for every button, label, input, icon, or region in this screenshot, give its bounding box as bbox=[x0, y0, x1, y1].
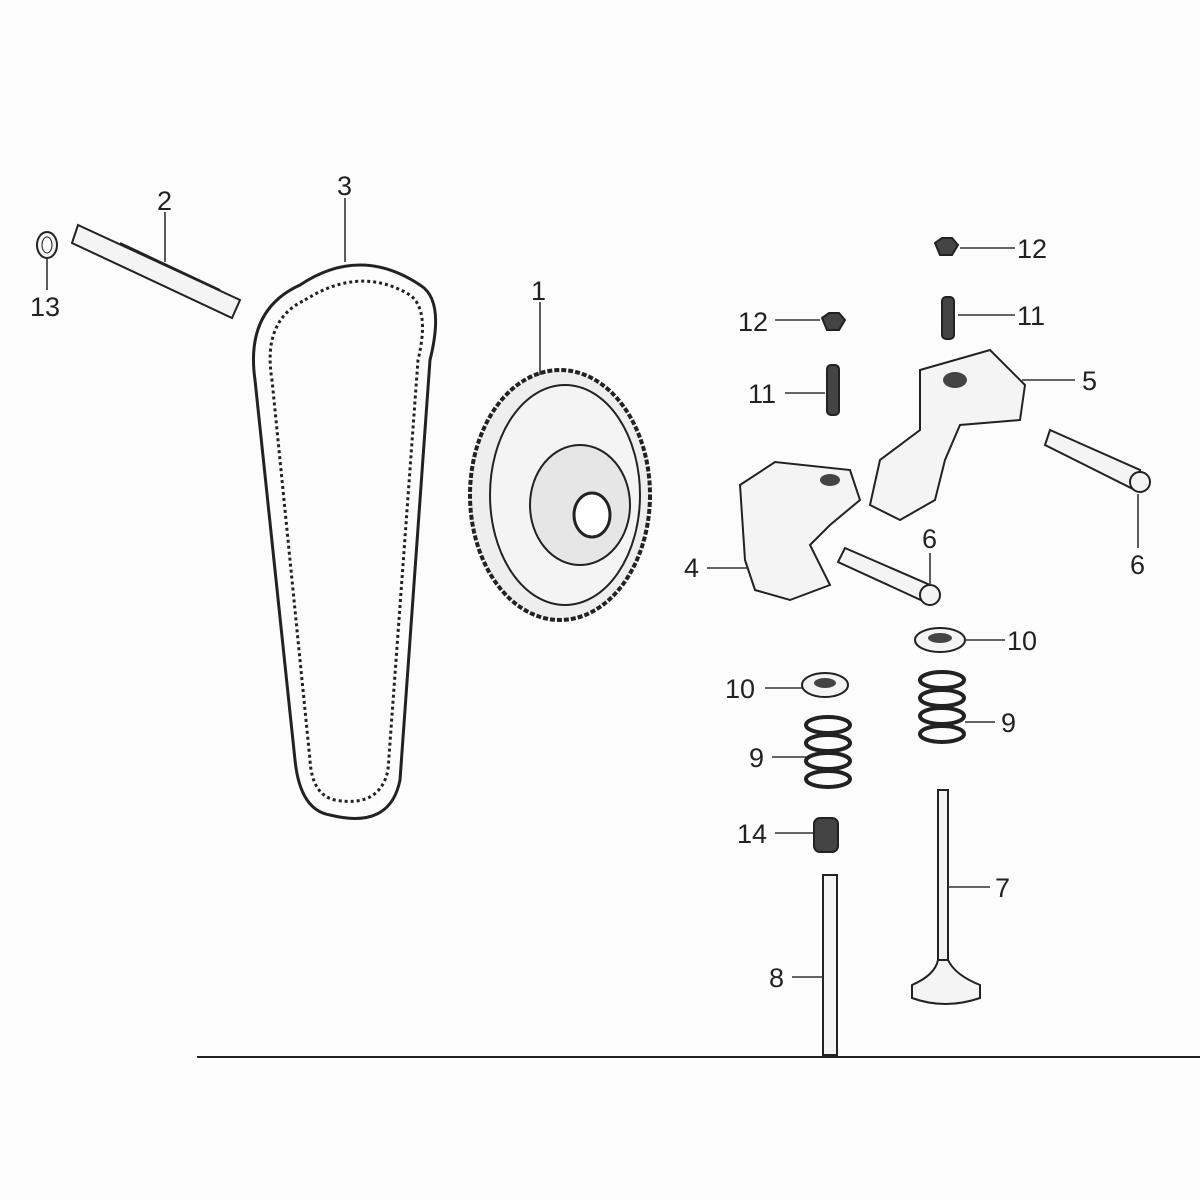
label-part-13: 13 bbox=[30, 292, 60, 322]
rocker-shaft-part-6-right bbox=[1043, 428, 1151, 493]
timing-belt-part-3 bbox=[251, 263, 438, 820]
rocker-arm-part-4 bbox=[738, 460, 862, 602]
label-part-1: 1 bbox=[531, 276, 546, 306]
stud-part-11-upper bbox=[941, 296, 955, 340]
nut-part-12-lower bbox=[820, 312, 847, 331]
valve-spring-part-9-left bbox=[804, 715, 852, 789]
washer-part-13 bbox=[36, 231, 58, 259]
rocker-shaft-part-6-left bbox=[836, 546, 941, 606]
label-part-4: 4 bbox=[684, 553, 699, 583]
label-part-10-left: 10 bbox=[725, 674, 755, 704]
nut-part-12-upper bbox=[933, 237, 960, 256]
label-part-12-lower: 12 bbox=[738, 307, 768, 337]
stem-seal-part-14 bbox=[813, 817, 839, 853]
label-part-10-right: 10 bbox=[1007, 626, 1037, 656]
leader-lines bbox=[46, 198, 1139, 978]
label-part-12-upper: 12 bbox=[1017, 234, 1047, 264]
cam-pulley-part-1 bbox=[468, 368, 652, 622]
label-part-6-right: 6 bbox=[1130, 550, 1145, 580]
spring-retainer-part-10-left bbox=[801, 672, 849, 698]
valve-part-7 bbox=[911, 789, 981, 1005]
label-part-11-lower: 11 bbox=[748, 379, 776, 409]
label-part-9-right: 9 bbox=[1001, 708, 1016, 738]
label-part-11-upper: 11 bbox=[1017, 301, 1045, 331]
shaft-part-2 bbox=[70, 223, 242, 320]
label-part-6-left: 6 bbox=[922, 524, 937, 554]
label-part-3: 3 bbox=[337, 171, 352, 201]
valve-part-8 bbox=[822, 874, 838, 1056]
stud-part-11-lower bbox=[826, 364, 840, 416]
label-part-9-left: 9 bbox=[749, 743, 764, 773]
label-part-2: 2 bbox=[157, 186, 172, 216]
valve-spring-part-9-right bbox=[918, 670, 966, 744]
spring-retainer-part-10-right bbox=[914, 627, 966, 653]
label-part-14: 14 bbox=[737, 819, 767, 849]
rocker-arm-part-5 bbox=[868, 348, 1027, 522]
label-part-8: 8 bbox=[769, 963, 784, 993]
label-part-7: 7 bbox=[995, 873, 1010, 903]
label-part-5: 5 bbox=[1082, 366, 1097, 396]
